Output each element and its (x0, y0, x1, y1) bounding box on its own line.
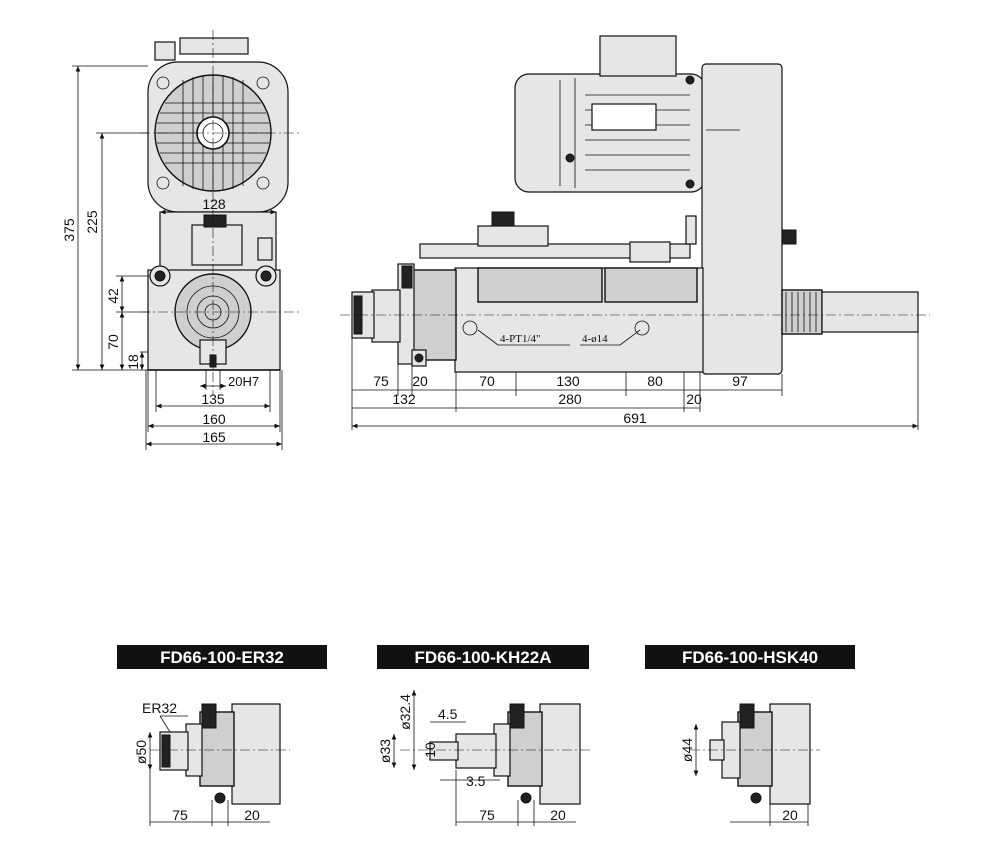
dim-dia32-4: ø32.4 (397, 694, 413, 730)
dim-4-5: 4.5 (438, 706, 458, 722)
dim-135: 135 (201, 391, 225, 407)
dim-691: 691 (623, 410, 647, 426)
variant-hsk40: FD66-100-HSK40 ø44 20 (645, 645, 855, 826)
dim-165: 165 (202, 429, 226, 445)
variant-kh22a: FD66-100-KH22A ø32.4 4.5 ø33 10 3.5 75 2… (377, 645, 590, 826)
belt-housing (701, 63, 783, 375)
knurled-hub (781, 289, 823, 335)
dim-dia33: ø33 (377, 739, 393, 763)
variant-label: FD66-100-KH22A (415, 648, 552, 667)
side-view: 4-PT1/4" 4-ø14 75 20 70 130 80 97 132 28… (340, 35, 930, 430)
dim-18: 18 (125, 354, 141, 370)
collet-nut (371, 289, 401, 343)
dim-3-5: 3.5 (466, 773, 486, 789)
dim-375: 375 (61, 218, 77, 242)
dim-128: 128 (202, 196, 226, 212)
dim-20-er32: 20 (244, 807, 260, 823)
dim-20-kh22a: 20 (550, 807, 566, 823)
dim-dia50: ø50 (133, 740, 149, 764)
dim-dia44: ø44 (679, 738, 695, 762)
dim-70b: 70 (479, 373, 495, 389)
variant-label-bg (645, 645, 855, 669)
dim-20h7: 20H7 (228, 374, 259, 389)
motor-terminal-box (599, 35, 677, 77)
dim-75-kh22a: 75 (479, 807, 495, 823)
dim-80: 80 (647, 373, 663, 389)
variant-er32: FD66-100-ER32 ER32 ø50 75 20 (117, 645, 327, 826)
dim-130: 130 (556, 373, 580, 389)
guide-rod (419, 243, 691, 259)
variant-label: FD66-100-HSK40 (682, 648, 818, 667)
dim-70: 70 (105, 334, 121, 350)
front-horizontal-dimension-lines (145, 209, 283, 450)
variant-label-bg (377, 645, 589, 669)
front-dimension-lines (72, 65, 150, 371)
variant-label-bg (117, 645, 327, 669)
dim-132: 132 (392, 391, 416, 407)
dim-75: 75 (373, 373, 389, 389)
dim-75-er32: 75 (172, 807, 188, 823)
variant-label: FD66-100-ER32 (160, 648, 284, 667)
dim-er32: ER32 (142, 700, 177, 716)
dim-20-hsk40: 20 (782, 807, 798, 823)
front-view: 375 225 42 70 18 128 20H7 135 160 165 (61, 30, 300, 450)
note-pt14: 4-PT1/4" (500, 333, 541, 345)
terminal-box (179, 37, 249, 55)
dim-280: 280 (558, 391, 582, 407)
motor-body (514, 73, 706, 193)
dim-160: 160 (202, 411, 226, 427)
dim-42: 42 (105, 288, 121, 304)
dim-97: 97 (732, 373, 748, 389)
dim-225: 225 (84, 210, 100, 234)
rear-shaft (821, 291, 919, 333)
side-dimension-lines (351, 332, 919, 430)
dim-20b: 20 (686, 391, 702, 407)
note-dia14: 4-ø14 (582, 333, 608, 345)
dim-20a: 20 (412, 373, 428, 389)
dim-10: 10 (422, 742, 438, 758)
